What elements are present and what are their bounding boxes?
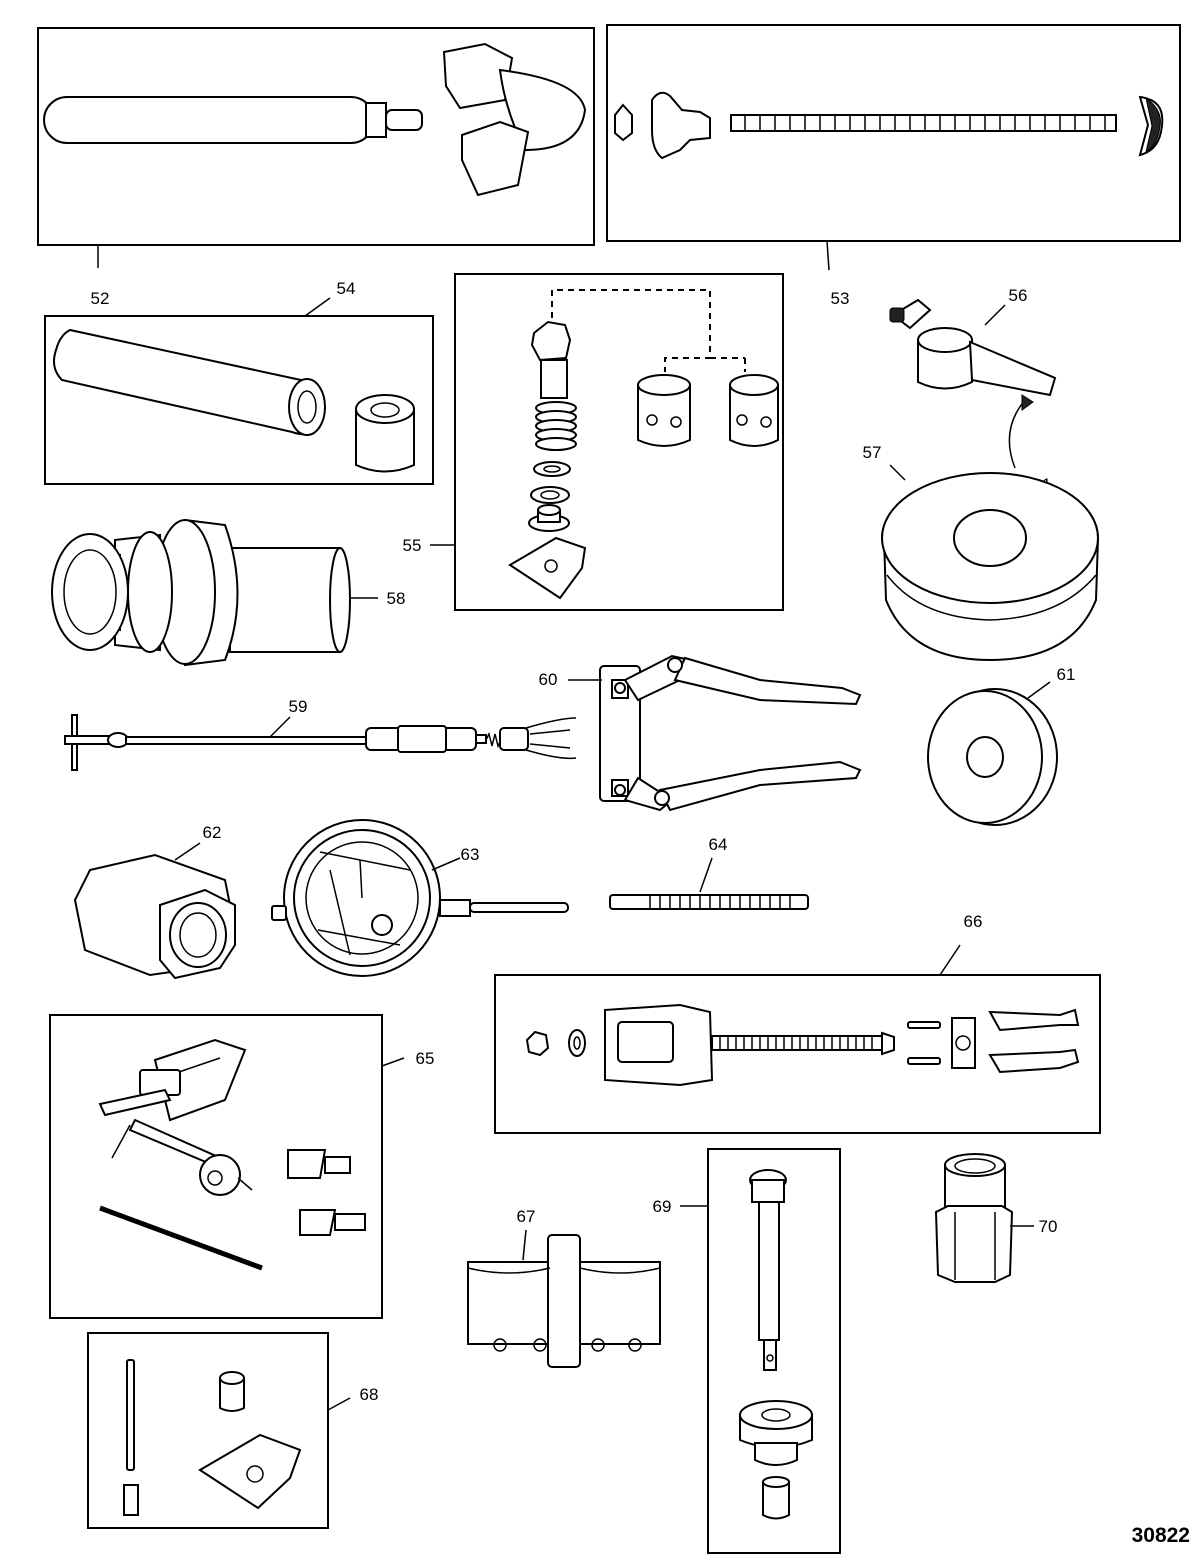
tool-62 xyxy=(73,853,237,980)
tool-70 xyxy=(934,1153,1014,1283)
figure-number: 30822 xyxy=(1132,1524,1190,1547)
tool-52 xyxy=(37,27,595,246)
tool-65 xyxy=(49,1014,383,1319)
threads-53 xyxy=(744,115,1106,131)
tool-59 xyxy=(64,714,577,771)
callout-62: 62 xyxy=(203,823,222,842)
callout-57: 57 xyxy=(863,443,882,462)
tool-66 xyxy=(494,974,1101,1134)
tool-55 xyxy=(454,273,784,611)
arrow-56 xyxy=(1008,399,1026,469)
callout-58: 58 xyxy=(387,589,406,608)
callout-68: 68 xyxy=(360,1385,379,1404)
spring-55 xyxy=(535,401,577,451)
callout-63: 63 xyxy=(461,845,480,864)
tool-61 xyxy=(927,688,1058,826)
callout-52: 52 xyxy=(91,289,110,308)
tool-58 xyxy=(51,518,351,667)
tool-60 xyxy=(599,654,862,812)
tool-64 xyxy=(609,894,809,910)
callout-64: 64 xyxy=(709,835,728,854)
callout-54: 54 xyxy=(337,279,356,298)
tool-69 xyxy=(707,1148,841,1554)
callout-61: 61 xyxy=(1057,665,1076,684)
tool-54 xyxy=(44,315,434,485)
callout-56: 56 xyxy=(1009,286,1028,305)
callout-70: 70 xyxy=(1039,1217,1058,1236)
callout-60: 60 xyxy=(539,670,558,689)
callout-65: 65 xyxy=(416,1049,435,1068)
tool-56 xyxy=(889,298,1057,397)
tool-63 xyxy=(271,819,569,977)
tool-67 xyxy=(467,1234,661,1368)
callout-53: 53 xyxy=(831,289,850,308)
tool-68 xyxy=(87,1332,329,1529)
callout-66: 66 xyxy=(964,912,983,931)
callout-67: 67 xyxy=(517,1207,536,1226)
tool-57 xyxy=(881,472,1100,662)
tool-53 xyxy=(606,24,1181,242)
callout-59: 59 xyxy=(289,697,308,716)
callout-55: 55 xyxy=(403,536,422,555)
callout-69: 69 xyxy=(653,1197,672,1216)
